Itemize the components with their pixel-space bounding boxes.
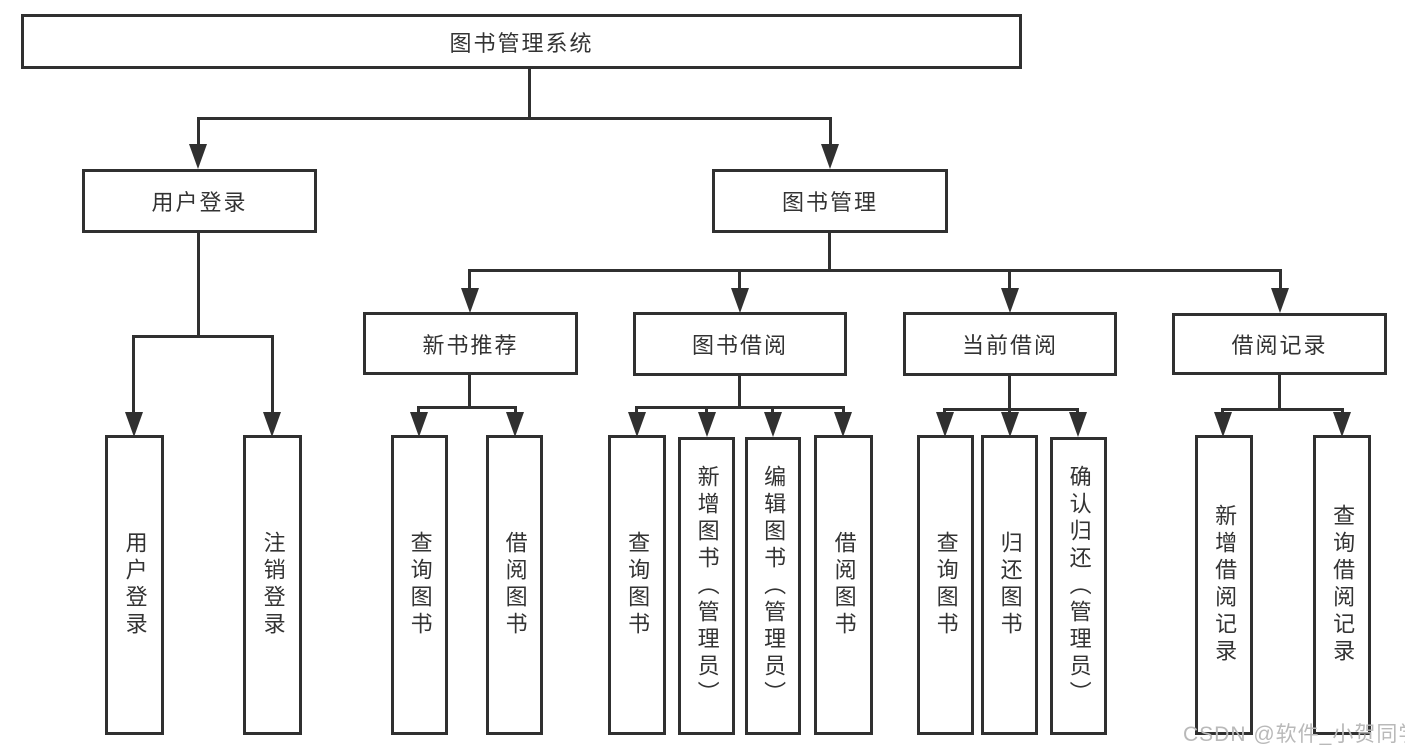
connector-line: [738, 269, 741, 293]
node-label: 编辑图书（管理员）: [761, 464, 787, 708]
node-current-borrowing: 当前借阅: [903, 312, 1117, 376]
node-label: 借阅图书: [831, 531, 857, 639]
connector-line: [1221, 408, 1344, 411]
connector-line: [197, 117, 832, 120]
leaf-query-books-borrowing: 查询图书: [608, 435, 666, 735]
connector-line: [828, 233, 831, 272]
node-label: 图书管理系统: [449, 30, 594, 56]
node-book-borrowing: 图书借阅: [633, 312, 847, 376]
node-label: 借阅图书: [502, 531, 528, 639]
leaf-borrow-books-borrowing: 借阅图书: [814, 435, 873, 735]
connector-line: [197, 233, 200, 338]
node-label: 当前借阅: [961, 333, 1058, 358]
connector-line: [943, 408, 1079, 411]
leaf-confirm-return-admin: 确认归还（管理员）: [1050, 437, 1107, 735]
node-label: 查询借阅记录: [1330, 504, 1356, 666]
node-label: 新增图书（管理员）: [694, 464, 720, 708]
node-label: 新增借阅记录: [1212, 504, 1238, 666]
node-label: 注销登录: [260, 531, 286, 639]
arrow-down-icon: [125, 412, 143, 437]
connector-line: [468, 375, 471, 409]
arrow-down-icon: [461, 288, 479, 313]
connector-line: [1008, 269, 1011, 293]
node-borrowing-records: 借阅记录: [1172, 313, 1387, 375]
arrow-down-icon: [189, 144, 207, 169]
connector-line: [528, 69, 531, 120]
arrow-down-icon: [628, 412, 646, 437]
arrow-down-icon: [263, 412, 281, 437]
connector-line: [1278, 375, 1281, 411]
leaf-logout: 注销登录: [243, 435, 302, 735]
leaf-query-books-recommend: 查询图书: [391, 435, 448, 735]
leaf-user-login: 用户登录: [105, 435, 164, 735]
leaf-query-borrow-record: 查询借阅记录: [1313, 435, 1371, 735]
connector-line: [1279, 269, 1282, 293]
arrow-down-icon: [698, 412, 716, 437]
connector-line: [829, 117, 832, 152]
node-book-management: 图书管理: [712, 169, 948, 233]
arrow-down-icon: [506, 412, 524, 437]
leaf-edit-books-admin: 编辑图书（管理员）: [745, 437, 801, 735]
connector-line: [417, 406, 517, 409]
arrow-down-icon: [1001, 412, 1019, 437]
node-label: 用户登录: [151, 190, 248, 215]
arrow-down-icon: [1271, 288, 1289, 313]
arrow-down-icon: [1333, 412, 1351, 437]
arrow-down-icon: [1069, 412, 1087, 437]
node-label: 查询图书: [625, 531, 651, 639]
leaf-borrow-books-recommend: 借阅图书: [486, 435, 543, 735]
node-label: 借阅记录: [1231, 333, 1328, 358]
node-label: 查询图书: [407, 531, 433, 639]
connector-line: [197, 117, 200, 152]
arrow-down-icon: [1214, 412, 1232, 437]
node-book-management-system: 图书管理系统: [21, 14, 1022, 69]
node-label: 查询图书: [933, 531, 959, 639]
node-label: 用户登录: [122, 531, 148, 639]
node-label: 图书借阅: [691, 333, 788, 358]
connector-line: [738, 376, 741, 409]
leaf-add-books-admin: 新增图书（管理员）: [678, 437, 735, 735]
watermark: CSDN @软件_小贺同学: [1183, 723, 1405, 746]
connector-line: [132, 335, 135, 418]
node-user-login: 用户登录: [82, 169, 317, 233]
arrow-down-icon: [764, 412, 782, 437]
arrow-down-icon: [731, 288, 749, 313]
node-label: 图书管理: [781, 190, 878, 215]
node-new-book-recommend: 新书推荐: [363, 312, 578, 375]
arrow-down-icon: [821, 144, 839, 169]
connector-line: [468, 269, 471, 293]
connector-line: [132, 335, 274, 338]
leaf-return-books: 归还图书: [981, 435, 1038, 735]
arrow-down-icon: [834, 412, 852, 437]
node-label: 归还图书: [997, 531, 1023, 639]
arrow-down-icon: [410, 412, 428, 437]
leaf-add-borrow-record: 新增借阅记录: [1195, 435, 1253, 735]
arrow-down-icon: [1001, 288, 1019, 313]
arrow-down-icon: [936, 412, 954, 437]
node-label: 新书推荐: [422, 332, 519, 358]
connector-line: [271, 335, 274, 418]
connector-line: [468, 269, 1282, 272]
node-label: 确认归还（管理员）: [1066, 464, 1092, 708]
connector-line: [635, 406, 845, 409]
connector-line: [1008, 376, 1011, 411]
leaf-query-books-current: 查询图书: [917, 435, 974, 735]
